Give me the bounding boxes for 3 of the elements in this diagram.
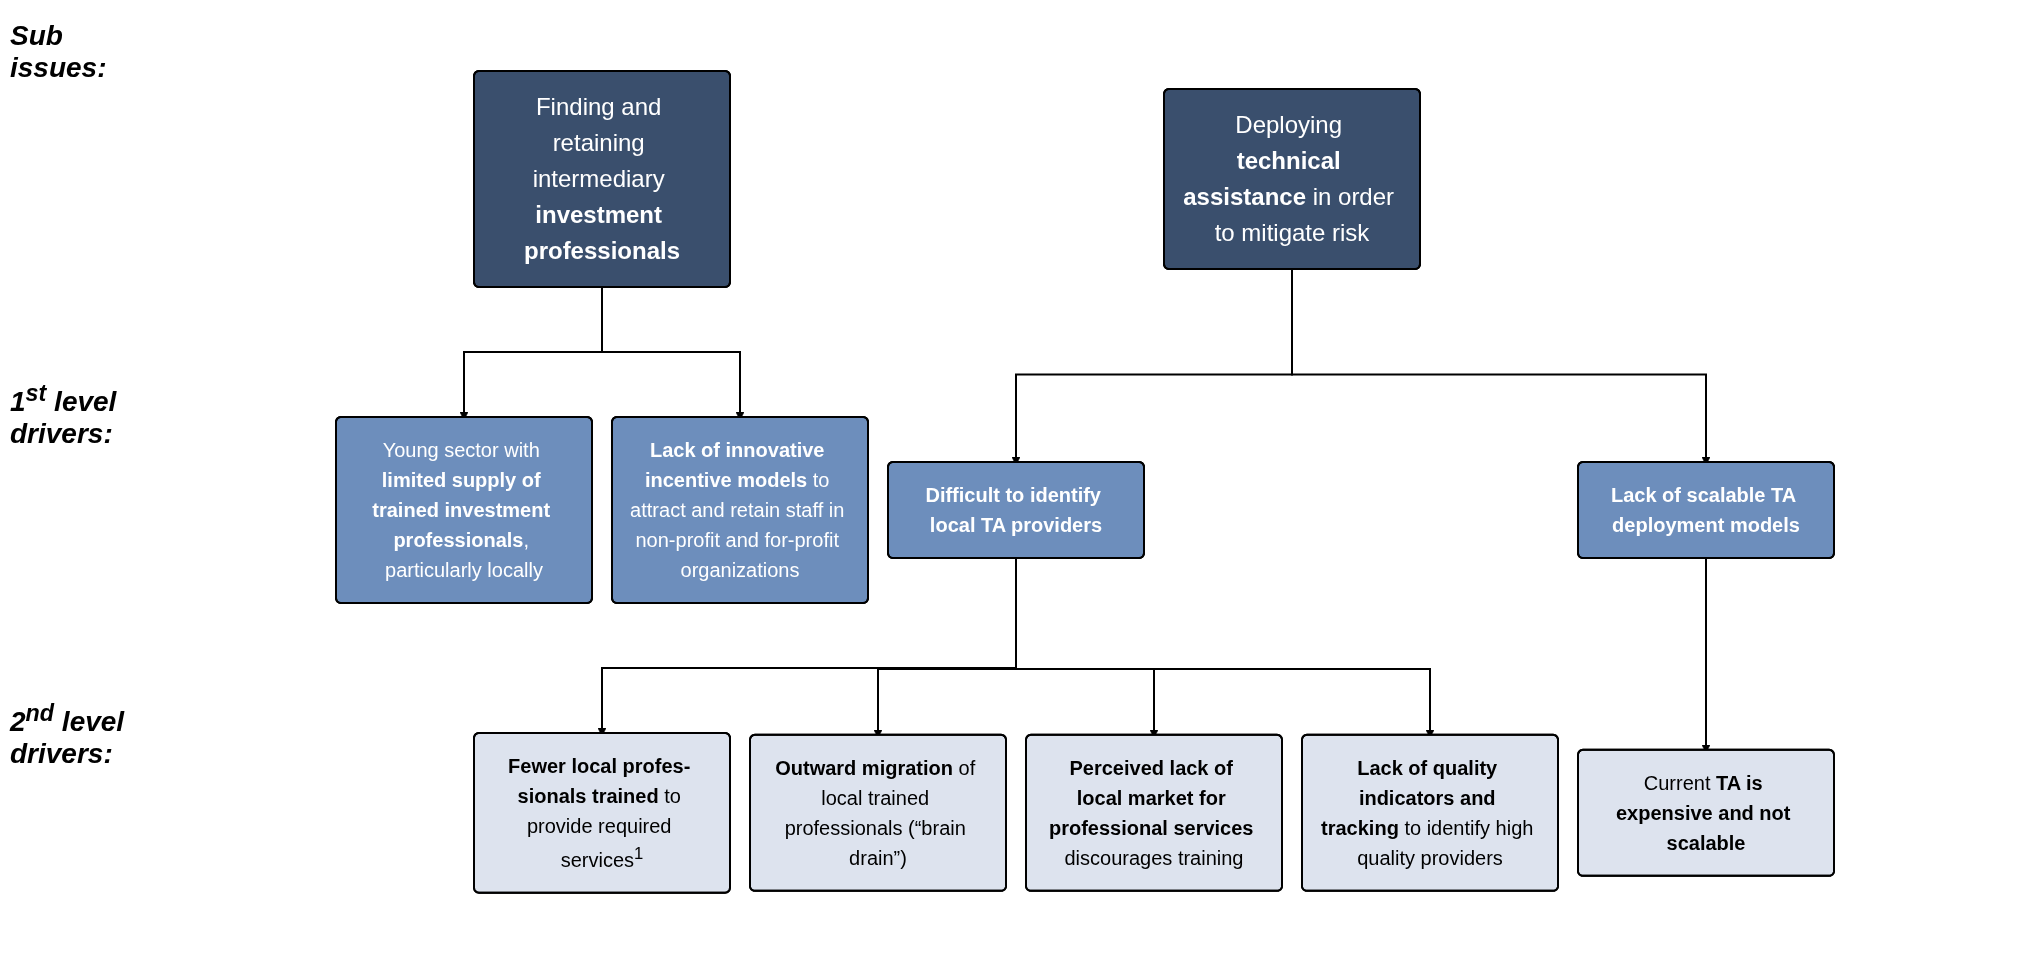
level-label: 2$^{nd}$ level drivers: [10,700,126,771]
level-label: Sub issues: [10,20,108,84]
level-label: 1$^{st}$ level drivers: [10,380,118,451]
